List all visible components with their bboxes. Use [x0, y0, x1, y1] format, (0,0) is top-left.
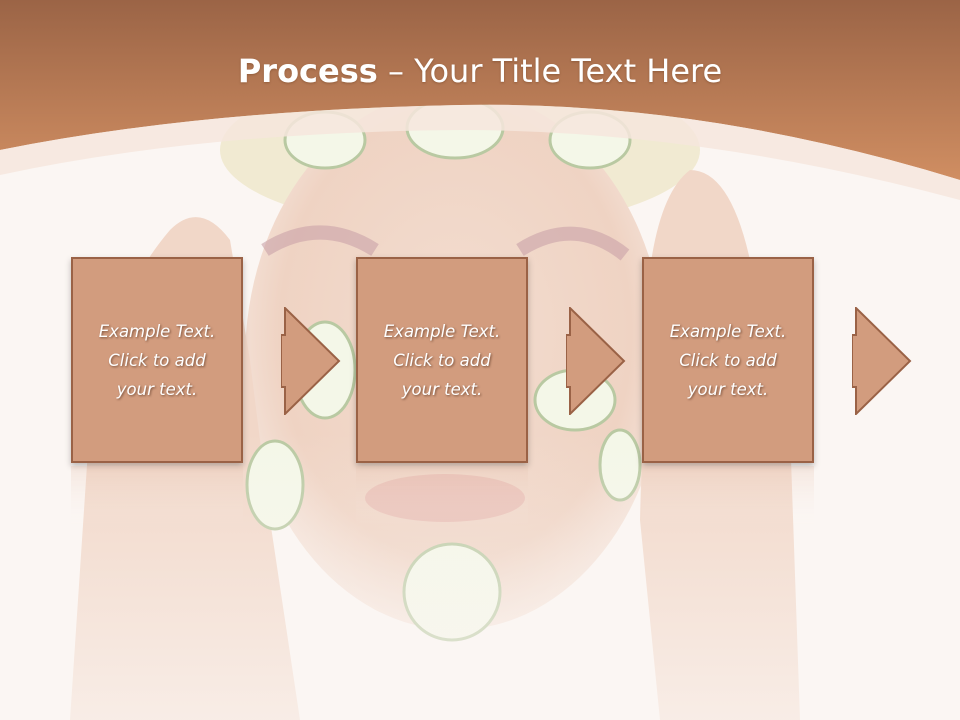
arrow-right-icon: [281, 307, 341, 415]
header-band: [0, 0, 960, 200]
arrow-right-icon: [852, 307, 912, 415]
process-step-1[interactable]: Example Text. Click to add your text.: [71, 257, 247, 465]
title-dash: –: [377, 52, 415, 90]
step-text[interactable]: Example Text. Click to add your text.: [98, 321, 216, 399]
step-box[interactable]: Example Text. Click to add your text.: [356, 257, 528, 463]
title-bold: Process: [237, 52, 378, 90]
arrow-right-icon: [566, 307, 626, 415]
slide-title[interactable]: Process – Your Title Text Here: [0, 52, 960, 90]
step-text[interactable]: Example Text. Click to add your text.: [669, 321, 787, 399]
reflection: [71, 466, 814, 526]
title-text: Your Title Text Here: [414, 52, 723, 90]
process-step-2[interactable]: Example Text. Click to add your text.: [356, 257, 532, 465]
step-box[interactable]: Example Text. Click to add your text.: [71, 257, 243, 463]
step-text[interactable]: Example Text. Click to add your text.: [383, 321, 501, 399]
step-box[interactable]: Example Text. Click to add your text.: [642, 257, 814, 463]
process-step-3[interactable]: Example Text. Click to add your text.: [642, 257, 818, 465]
